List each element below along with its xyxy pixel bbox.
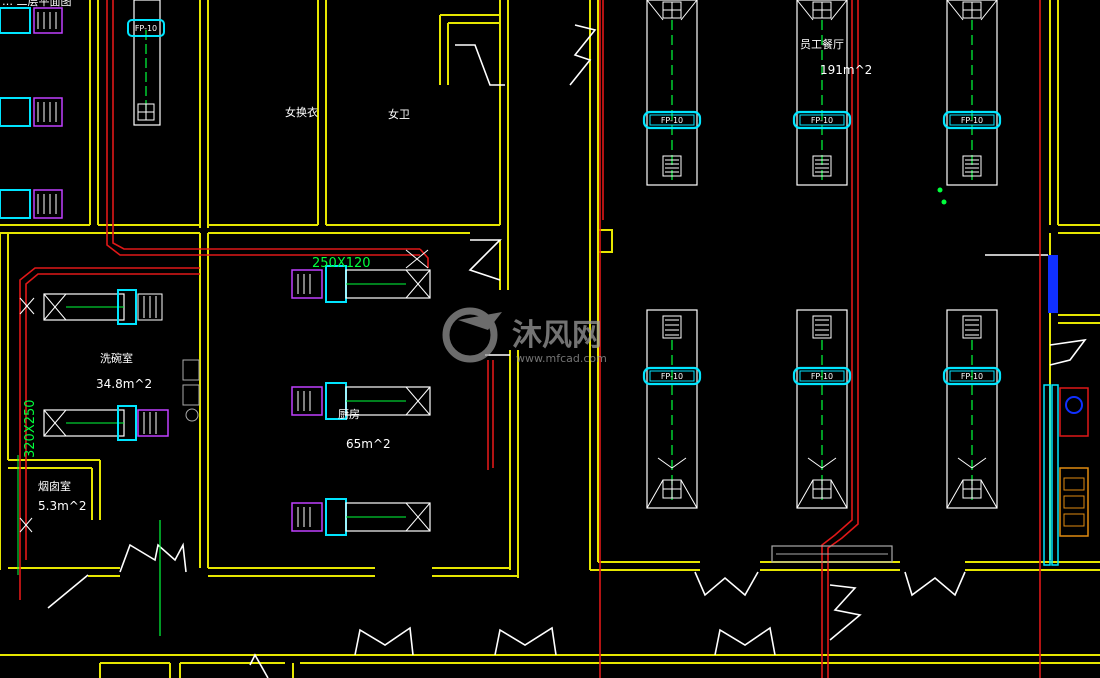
room-name-kitchen: 厨房 <box>338 408 360 421</box>
room-area-staff-restaurant: 191m^2 <box>820 63 872 77</box>
centerlines <box>145 20 973 636</box>
right-edge-equipment <box>17 187 1089 575</box>
wash-room-units <box>19 289 200 533</box>
fan-coil-unit <box>291 249 431 303</box>
door <box>354 626 414 656</box>
fan-coil-tag: FP-10 <box>661 372 683 381</box>
fan-coil-unit: FP-10 <box>642 309 702 509</box>
fan-coil-tag: FP-10 <box>811 116 833 125</box>
duct-size-vertical: 320X250 <box>23 399 38 458</box>
left-column-units: FP-10 <box>0 0 165 219</box>
watermark-url: www.mfcad.com <box>516 352 607 365</box>
room-area-wash-room: 34.8m^2 <box>96 377 152 391</box>
fan-coil-unit <box>0 7 63 34</box>
fan-coil-tag: FP-10 <box>961 116 983 125</box>
pipe <box>821 0 853 678</box>
fan-coil-tag: FP-10 <box>661 116 683 125</box>
fan-coil-unit: FP-10 <box>792 0 852 186</box>
fan-coil-unit: FP-10 <box>942 0 1002 186</box>
fan-coil-tag: FP-10 <box>811 372 833 381</box>
watermark: 沐风网 www.mfcad.com <box>442 307 607 365</box>
fan-coil-unit <box>19 289 163 325</box>
fan-coil-unit: FP-10 <box>642 0 702 186</box>
pipe <box>419 248 429 268</box>
pipe <box>25 273 200 560</box>
door <box>694 571 759 597</box>
door <box>455 44 505 86</box>
door <box>47 574 89 609</box>
watermark-brand: 沐风网 <box>512 318 602 353</box>
drawing-title: … 二层平面图 <box>2 0 72 8</box>
fan-coil-tag: FP-10 <box>961 372 983 381</box>
door <box>468 239 502 281</box>
room-name-womens-toilet: 女卫 <box>388 107 410 121</box>
pipe <box>106 0 420 256</box>
fan-coil-unit <box>0 97 63 127</box>
door <box>494 626 557 656</box>
watermark-logo-icon <box>442 307 502 363</box>
room-area-kitchen: 65m^2 <box>346 437 391 451</box>
room-name-womens-changing: 女换衣 <box>285 105 318 119</box>
vertical-fan-coil: FP-10 <box>127 0 165 126</box>
pipe <box>19 267 200 600</box>
exhaust-valve <box>19 517 33 533</box>
fan-coil-unit: FP-10 <box>792 309 852 509</box>
pipe <box>112 0 420 250</box>
door <box>249 653 269 678</box>
room-name-staff-restaurant: 员工餐厅 <box>800 37 844 51</box>
kitchen-units <box>291 249 431 536</box>
labels: … 二层平面图 女换衣 女卫 员工餐厅 191m^2 洗碗室 34.8m^2 厨… <box>2 0 872 513</box>
room-area-smoke-room: 5.3m^2 <box>38 499 86 513</box>
fan-coil-unit <box>291 382 431 420</box>
duct-size-horizontal: 250X120 <box>312 256 371 271</box>
doors <box>47 24 1087 678</box>
wall <box>597 229 613 253</box>
pipes <box>19 0 1041 678</box>
door <box>904 571 966 597</box>
door <box>829 584 862 641</box>
room-name-smoke-room: 烟囱室 <box>38 479 71 493</box>
room-name-wash-room: 洗碗室 <box>100 351 133 365</box>
door <box>1049 338 1087 366</box>
door <box>569 24 597 86</box>
equipment <box>182 359 200 422</box>
fan-coil-unit: FP-10 <box>942 309 1002 509</box>
fan-coil-unit <box>291 498 431 536</box>
door <box>119 542 187 573</box>
fan-coil-unit <box>43 405 169 441</box>
fan-coil-unit <box>0 189 63 219</box>
pipe <box>827 0 859 678</box>
door <box>714 626 776 656</box>
fan-coil-tag: FP-10 <box>135 24 157 33</box>
